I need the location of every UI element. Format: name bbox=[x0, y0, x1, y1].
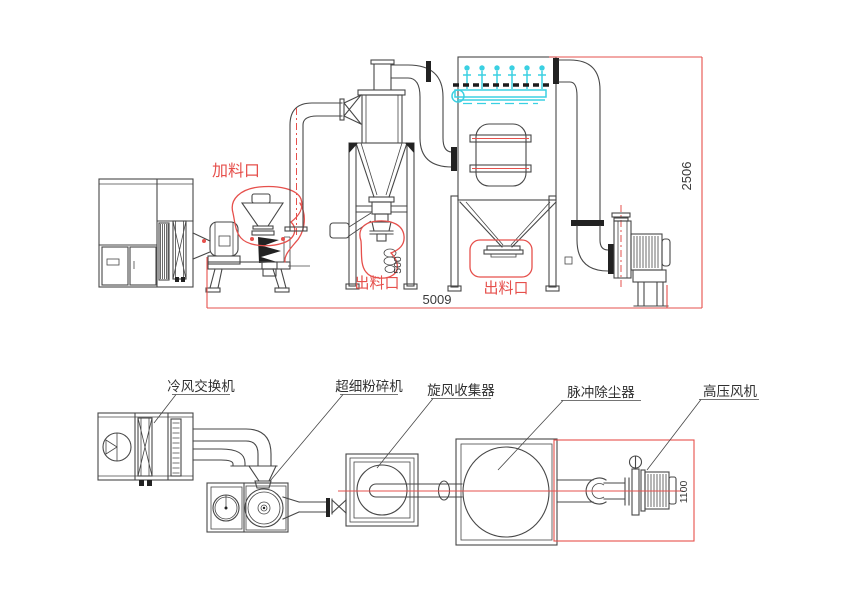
cyclone-outlet-label: 出料口 bbox=[354, 275, 399, 292]
feed-inlet-label: 加料口 bbox=[212, 162, 260, 180]
plan-view: 1100 冷风交换机 超细粉碎机 旋风收集器 脉冲除尘器 高压风机 bbox=[97, 378, 759, 546]
dim-2506-text: 2506 bbox=[679, 162, 694, 191]
pulse-dust-collector-elevation bbox=[447, 56, 573, 292]
cold-air-exchanger-plan bbox=[97, 412, 194, 486]
svg-text:脉冲除尘器: 脉冲除尘器 bbox=[567, 385, 635, 400]
cyclone-collector-plan bbox=[345, 453, 463, 527]
pulverizer-elevation bbox=[202, 193, 310, 293]
collector-outlet-annotation: 出料口 bbox=[469, 239, 533, 297]
dimension-5009: 5009 bbox=[206, 257, 702, 309]
mill-to-cyclone-duct bbox=[284, 94, 362, 236]
label-cold-air-exchanger: 冷风交换机 bbox=[153, 378, 235, 424]
svg-text:冷风交换机: 冷风交换机 bbox=[167, 378, 235, 394]
cyclone-outlet-annotation: 500 出料口 bbox=[354, 220, 405, 292]
exchanger-to-mill-ducts-plan bbox=[192, 428, 278, 489]
label-pulverizer: 超细粉碎机 bbox=[269, 379, 403, 482]
cyclone-to-collector-duct bbox=[390, 61, 457, 171]
label-cyclone-collector: 旋风收集器 bbox=[376, 383, 495, 469]
collector-access-door bbox=[475, 123, 527, 187]
svg-text:超细粉碎机: 超细粉碎机 bbox=[335, 379, 403, 394]
label-pulse-dust-collector: 脉冲除尘器 bbox=[497, 385, 641, 471]
label-high-pressure-fan: 高压风机 bbox=[646, 383, 759, 471]
pulse-header-pipe bbox=[451, 89, 547, 105]
collector-outlet-label: 出料口 bbox=[483, 280, 528, 297]
plan-labels: 冷风交换机 超细粉碎机 旋风收集器 脉冲除尘器 高压风机 bbox=[153, 378, 759, 482]
collector-to-fan-duct bbox=[558, 59, 614, 274]
pulverizer-plan bbox=[206, 482, 347, 533]
dim-1100-text: 1100 bbox=[678, 481, 690, 504]
pulse-valves bbox=[463, 65, 546, 89]
dimension-2506: 2506 bbox=[549, 56, 703, 308]
cold-air-exchanger-elevation bbox=[98, 178, 194, 288]
feed-inlet-annotation: 加料口 bbox=[212, 162, 305, 263]
dimension-1100: 1100 bbox=[553, 439, 695, 542]
exchanger-to-mill-duct-elevation bbox=[192, 232, 211, 260]
pulse-dust-collector-plan bbox=[455, 438, 558, 546]
dim-500-text: 500 bbox=[392, 256, 404, 274]
door-clamp-bands bbox=[469, 134, 532, 173]
mill-outlet-valve bbox=[326, 498, 347, 517]
high-pressure-fan-plan bbox=[628, 455, 677, 516]
svg-text:高压风机: 高压风机 bbox=[703, 383, 757, 399]
svg-text:旋风收集器: 旋风收集器 bbox=[427, 383, 495, 398]
high-pressure-fan-elevation bbox=[611, 205, 671, 307]
cyclone-separator-elevation bbox=[329, 59, 418, 290]
dim-5009-text: 5009 bbox=[423, 292, 452, 307]
elevation-view: 加料口 bbox=[98, 56, 703, 309]
